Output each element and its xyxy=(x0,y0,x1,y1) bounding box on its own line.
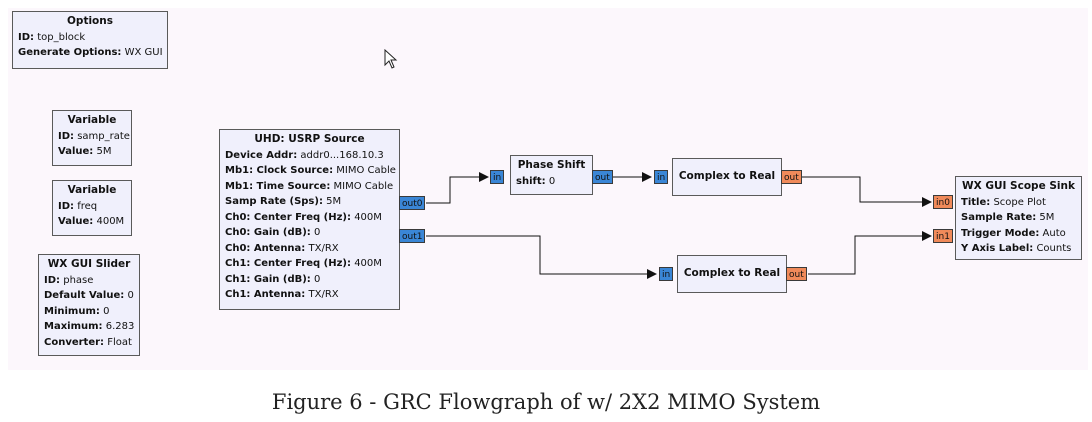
block-param: Y Axis Label: Counts xyxy=(961,243,1072,254)
block-title: WX GUI Slider xyxy=(47,258,131,270)
complex-to-real-bottom-block[interactable]: Complex to Real xyxy=(677,255,787,293)
c2r-top-out-port[interactable]: out xyxy=(781,170,802,184)
block-param: ID: phase xyxy=(44,274,94,286)
figure-caption: Figure 6 - GRC Flowgraph of w/ 2X2 MIMO … xyxy=(271,390,821,414)
usrp-out0-port[interactable]: out0 xyxy=(399,196,426,210)
block-param: Minimum: 0 xyxy=(44,305,110,317)
block-title: Variable xyxy=(67,184,117,196)
block-param: Sample Rate: 5M xyxy=(961,212,1055,223)
block-param: Generate Options: WX GUI xyxy=(18,47,163,58)
block-param: Mb1: Time Source: MIMO Cable xyxy=(225,180,394,192)
phase-shift-out-port[interactable]: out xyxy=(592,170,613,184)
block-title: Phase Shift xyxy=(517,159,586,171)
block-param: Ch0: Gain (dB): 0 xyxy=(225,227,321,238)
block-param: Ch1: Gain (dB): 0 xyxy=(225,273,321,285)
wire-c2r-bottom-to-scope-in1 xyxy=(808,231,932,275)
block-param: ID: samp_rate xyxy=(58,130,130,142)
complex-to-real-top-block[interactable]: Complex to Real xyxy=(672,158,782,196)
wx-gui-scope-sink-block[interactable]: WX GUI Scope Sink Title: Scope Plot Samp… xyxy=(955,176,1082,260)
variable-freq-block[interactable]: Variable ID: freq Value: 400M xyxy=(52,180,132,236)
c2r-top-in-port[interactable]: in xyxy=(654,170,669,184)
block-param: Ch0: Center Freq (Hz): 400M xyxy=(225,211,382,223)
block-param: Device Addr: addr0...168.10.3 xyxy=(225,149,384,161)
block-param: Trigger Mode: Auto xyxy=(961,227,1066,239)
block-title: Complex to Real xyxy=(678,170,776,183)
block-param: ID: top_block xyxy=(18,31,86,43)
block-param: Maximum: 6.283 xyxy=(44,321,135,332)
block-title: Options xyxy=(67,15,113,27)
scope-in0-port[interactable]: in0 xyxy=(933,195,953,209)
block-param: Converter: Float xyxy=(44,336,132,348)
usrp-out1-port[interactable]: out1 xyxy=(399,229,426,243)
wire-out1-to-c2r-bottom xyxy=(426,235,657,279)
block-param: Value: 5M xyxy=(58,146,112,157)
phase-shift-in-port[interactable]: in xyxy=(490,170,505,184)
wx-gui-slider-block[interactable]: WX GUI Slider ID: phase Default Value: 0… xyxy=(38,254,140,356)
block-param: Ch1: Center Freq (Hz): 400M xyxy=(225,258,382,269)
scope-in1-port[interactable]: in1 xyxy=(933,229,953,243)
block-title: UHD: USRP Source xyxy=(254,133,365,145)
block-param: Samp Rate (Sps): 5M xyxy=(225,196,342,207)
block-param: Mb1: Clock Source: MIMO Cable xyxy=(225,165,396,176)
block-title: WX GUI Scope Sink xyxy=(962,180,1075,192)
block-param: Value: 400M xyxy=(58,216,125,227)
mouse-pointer-icon xyxy=(384,49,398,69)
block-param: Ch1: Antenna: TX/RX xyxy=(225,289,339,300)
c2r-bottom-in-port[interactable]: in xyxy=(659,267,674,281)
uhd-usrp-source-block[interactable]: UHD: USRP Source Device Addr: addr0...16… xyxy=(219,129,400,310)
block-param: shift: 0 xyxy=(516,175,556,187)
variable-samp-rate-block[interactable]: Variable ID: samp_rate Value: 5M xyxy=(52,110,132,166)
c2r-bottom-out-port[interactable]: out xyxy=(786,267,807,281)
wire-c2r-top-to-scope-in0 xyxy=(802,176,932,207)
block-param: Default Value: 0 xyxy=(44,290,134,301)
phase-shift-block[interactable]: Phase Shift shift: 0 xyxy=(510,155,593,195)
wire-out0-to-phase-shift xyxy=(426,172,489,204)
block-param: Title: Scope Plot xyxy=(961,196,1046,208)
block-param: Ch0: Antenna: TX/RX xyxy=(225,242,339,254)
block-title: Variable xyxy=(67,114,117,126)
block-param: ID: freq xyxy=(58,200,98,212)
options-block[interactable]: Options ID: top_block Generate Options: … xyxy=(12,11,168,69)
block-title: Complex to Real xyxy=(683,267,781,280)
